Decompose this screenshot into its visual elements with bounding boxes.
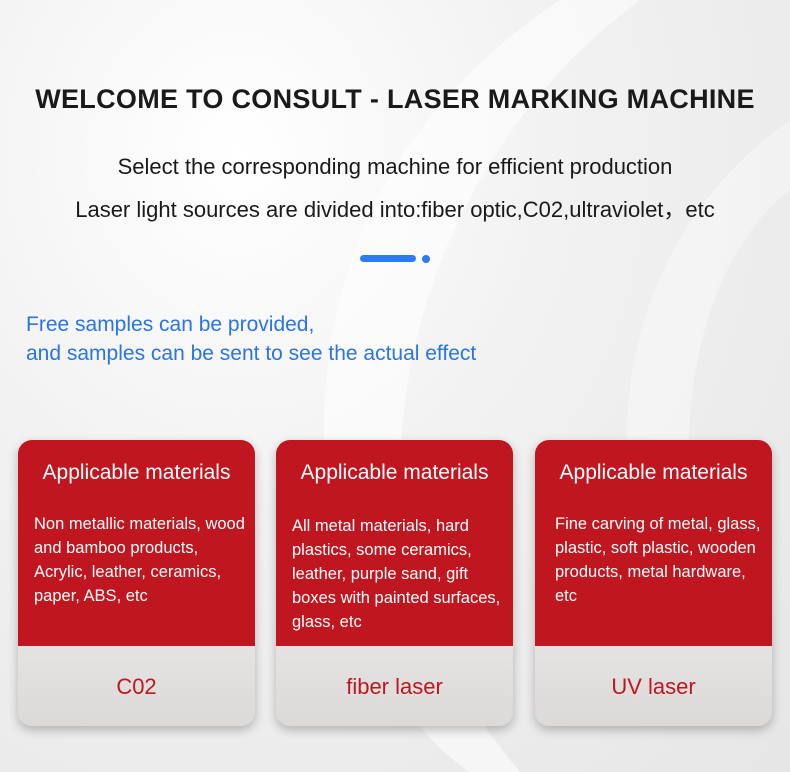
card-materials-text: All metal materials, hard plastics, some… — [292, 517, 501, 631]
divider-bar — [360, 255, 416, 262]
card-uv-laser[interactable]: Applicable materials Fine carving of met… — [535, 440, 772, 726]
card-laser-type[interactable]: fiber laser — [346, 674, 443, 699]
subtitle-line-2: Laser light sources are divided into:fib… — [75, 197, 715, 222]
card-fiber-laser[interactable]: Applicable materials All metal materials… — [276, 440, 513, 726]
card-top-panel: Applicable materials Non metallic materi… — [18, 440, 255, 646]
subtitle-line-1: Select the corresponding machine for eff… — [117, 154, 673, 179]
card-bottom-panel: C02 — [18, 646, 255, 726]
page-title: WELCOME TO CONSULT - LASER MARKING MACHI… — [35, 84, 755, 114]
card-heading: Applicable materials — [42, 461, 231, 484]
card-top-panel: Applicable materials All metal materials… — [276, 440, 513, 646]
card-laser-type[interactable]: UV laser — [611, 674, 696, 699]
card-laser-type[interactable]: C02 — [116, 674, 157, 699]
card-top-panel: Applicable materials Fine carving of met… — [535, 440, 772, 646]
card-heading: Applicable materials — [559, 461, 748, 484]
card-materials-text: Fine carving of metal, glass, plastic, s… — [555, 515, 761, 605]
card-heading: Applicable materials — [300, 461, 489, 484]
card-co2[interactable]: Applicable materials Non metallic materi… — [18, 440, 255, 726]
free-samples-notice-line-1: Free samples can be provided, — [26, 313, 315, 336]
card-materials-text: Non metallic materials, wood and bamboo … — [34, 515, 245, 605]
free-samples-notice-line-2: and samples can be sent to see the actua… — [26, 342, 477, 365]
card-bottom-panel: fiber laser — [276, 646, 513, 726]
divider-dot — [422, 255, 430, 263]
card-bottom-panel: UV laser — [535, 646, 772, 726]
